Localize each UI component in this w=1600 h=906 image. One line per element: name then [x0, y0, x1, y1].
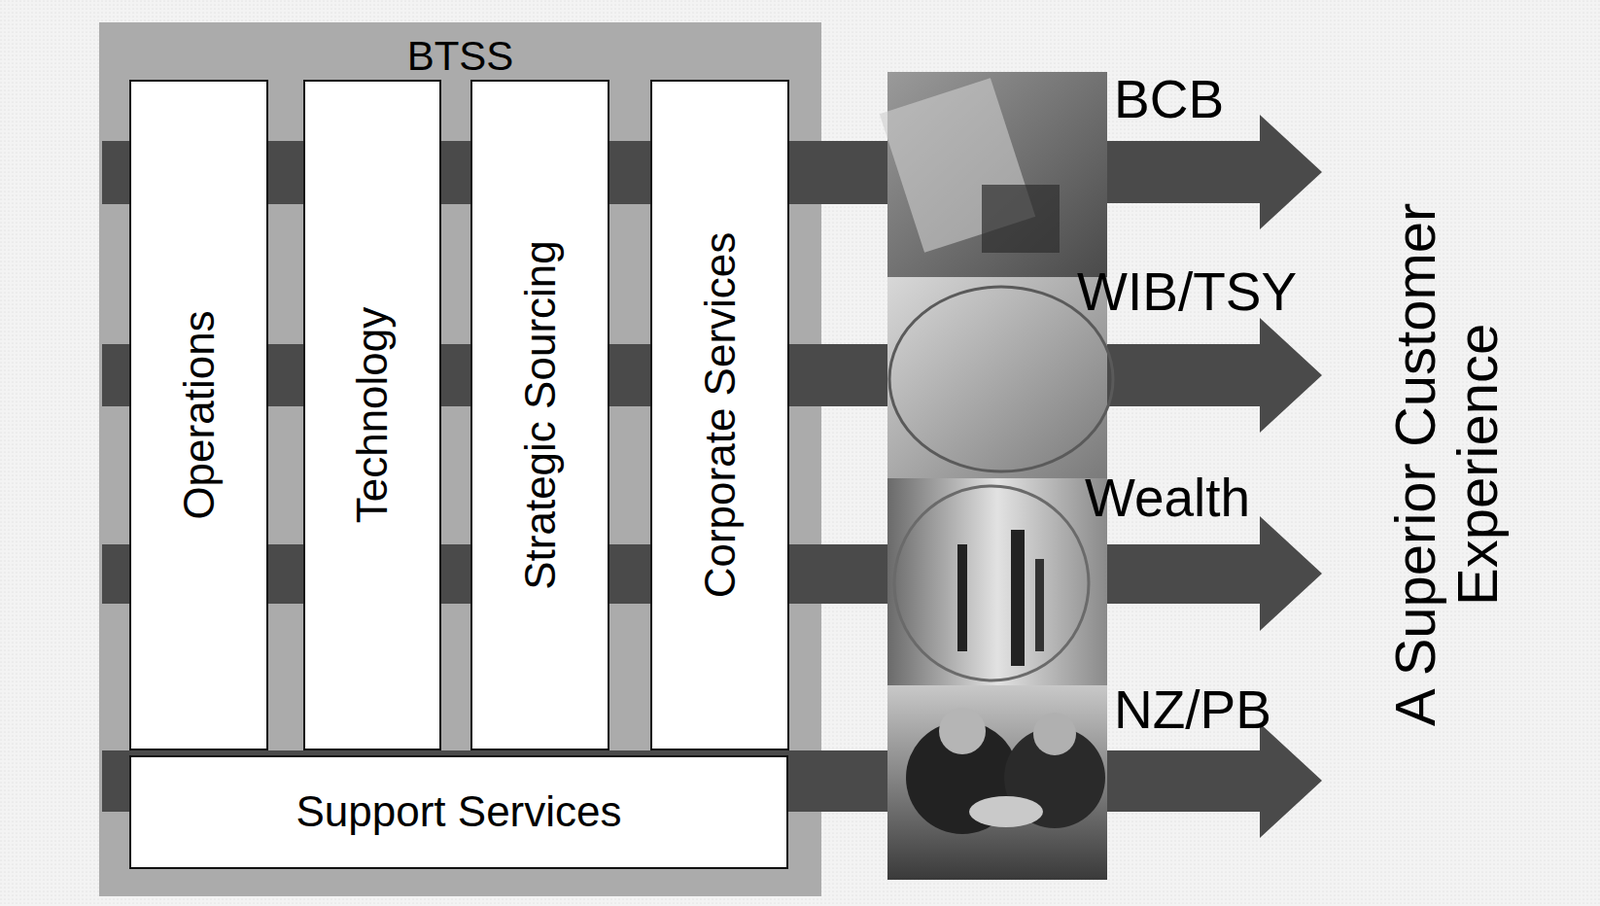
photo	[887, 685, 1108, 880]
box-label: Corporate Services	[695, 232, 743, 599]
column-box: Operations	[129, 79, 269, 751]
box-label: Support Services	[295, 788, 622, 835]
photo-shape	[1035, 558, 1044, 652]
column-box: Technology	[303, 79, 442, 751]
box-label: Strategic Sourcing	[516, 240, 563, 591]
photo-shape	[1033, 712, 1077, 756]
arrow	[1107, 516, 1322, 631]
arrow	[1107, 114, 1322, 230]
column-box: Corporate Services	[650, 79, 790, 751]
photo-strip	[879, 71, 1114, 880]
tagline: A Superior Customer Experience	[1384, 153, 1509, 776]
group-title: BTSS	[99, 34, 822, 79]
photo-shape	[894, 486, 1089, 681]
business-unit-label: WIB/TSY	[1073, 262, 1301, 322]
photo-shape	[981, 184, 1060, 253]
business-unit-label: Wealth	[1080, 468, 1254, 528]
bar-box: Support Services	[129, 755, 789, 870]
photo-shape	[1010, 529, 1025, 666]
box-label: Technology	[348, 307, 396, 524]
photo-shape	[969, 796, 1044, 828]
group-box: BTSS Operations Technology Strategic Sourci…	[99, 22, 822, 897]
business-unit-label: NZ/PB	[1110, 680, 1276, 740]
box-label: Operations	[174, 310, 222, 520]
business-unit-label: BCB	[1110, 69, 1228, 130]
arrow	[1107, 317, 1322, 433]
photo-shape	[957, 544, 968, 652]
photo-shape	[939, 707, 986, 755]
arrow	[1107, 723, 1322, 838]
photo	[887, 478, 1108, 686]
column-box: Strategic Sourcing	[470, 79, 610, 751]
